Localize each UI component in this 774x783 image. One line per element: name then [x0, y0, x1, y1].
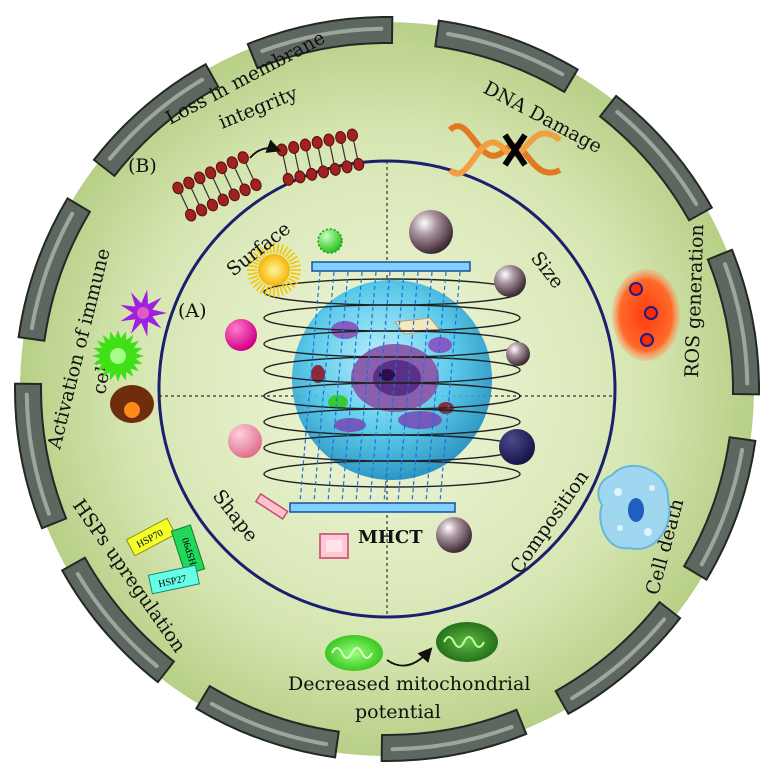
membrane-segment: [92, 62, 220, 178]
healthy-mitochondrion-icon: [325, 635, 383, 671]
membrane-segment: [554, 600, 682, 716]
membrane-arrow-icon: [249, 139, 282, 159]
spiky-immune-cell-icon: [92, 330, 144, 382]
membrane-segment: [598, 94, 714, 222]
membrane-segment: [60, 556, 176, 684]
membrane-segments: [14, 16, 760, 762]
large-size-nanoparticle: [409, 210, 453, 254]
panel-b-marker: (B): [128, 155, 157, 177]
intact-bilayer-icon: [172, 151, 262, 222]
hsp90-tag-icon: HSP90: [170, 524, 206, 576]
sun-nanoparticle: [247, 243, 301, 297]
rod-nanoparticle: [254, 492, 289, 520]
pink-sphere-nanoparticle: [228, 424, 262, 458]
mitochondria-arrow-icon: [386, 647, 433, 667]
magenta-nanoparticle: [225, 319, 257, 351]
center-label-mhct: MHCT: [358, 527, 423, 548]
central-cell: [292, 280, 492, 480]
ros-cluster-icon: [612, 269, 680, 361]
brown-immune-cell-icon: [110, 385, 154, 423]
ros-generation-label: ROS generation: [681, 224, 708, 378]
medium-size-nanoparticle: [494, 265, 526, 297]
mitochondrial-label-line1: Decreased mitochondrial: [288, 673, 530, 695]
top-plate: [311, 261, 471, 272]
panel-a-marker: (A): [178, 300, 207, 322]
damaged-mitochondrion-icon: [436, 622, 498, 662]
bottom-plate: [289, 502, 456, 513]
purple-composition-nanoparticle: [436, 517, 472, 553]
star-immune-cell-icon: [120, 289, 167, 337]
dna-helix-icon: [447, 123, 562, 177]
small-size-nanoparticle: [506, 342, 530, 366]
green-dotted-nanoparticle: [317, 228, 343, 254]
navy-composition-nanoparticle: [499, 429, 535, 465]
mitochondrial-label-line2: potential: [355, 701, 441, 723]
damaged-bilayer-icon: [276, 128, 365, 186]
hsp27-tag-icon: HSP27: [147, 564, 200, 595]
dying-cell-icon: [597, 464, 671, 551]
